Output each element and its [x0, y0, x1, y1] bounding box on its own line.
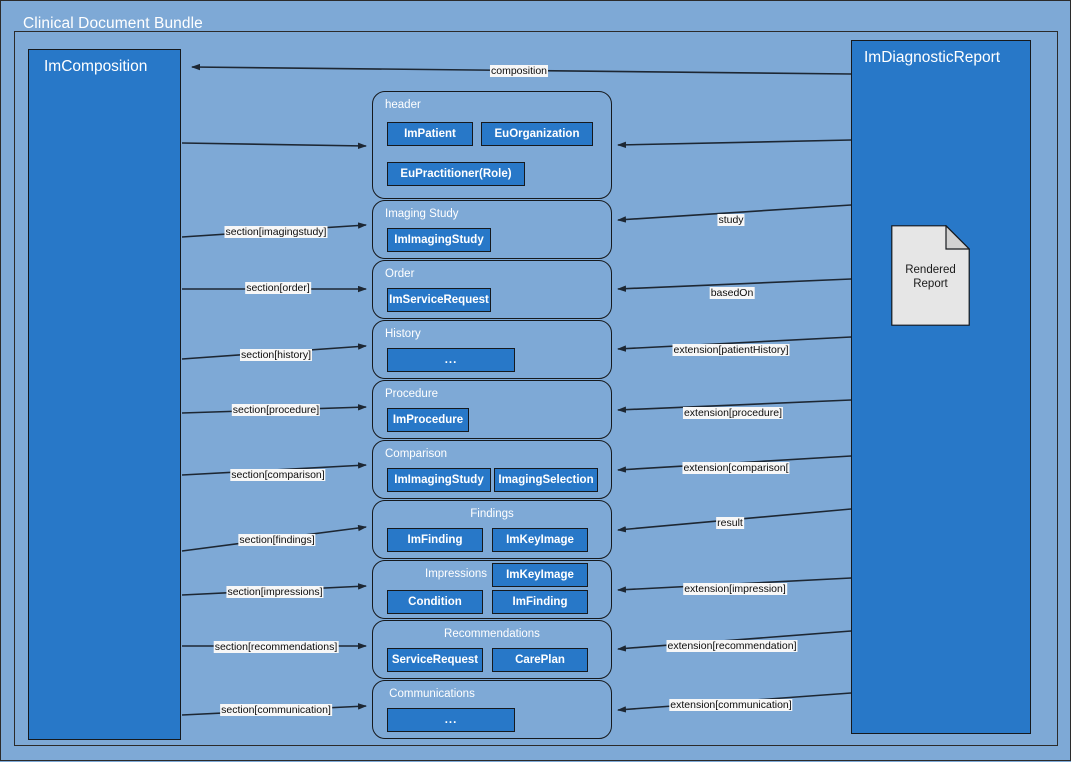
imcomposition-label: ImComposition — [44, 58, 148, 75]
edge-label-extension-communication: extension[communication] — [669, 699, 793, 711]
section-impressions-title: Impressions — [425, 568, 487, 580]
chip-comparison-imimagingstudy[interactable]: ImImagingStudy — [387, 468, 491, 492]
chip-servicerequest[interactable]: ServiceRequest — [387, 648, 483, 672]
edge-label-section-comparison: section[comparison] — [230, 469, 326, 481]
section-communications-title: Communications — [389, 688, 475, 700]
edge-label-extension-patienthistory: extension[patientHistory] — [672, 344, 790, 356]
edge-label-section-procedure: section[procedure] — [231, 404, 321, 416]
section-history[interactable]: History ... — [372, 320, 612, 379]
chip-findings-imkeyimage[interactable]: ImKeyImage — [492, 528, 588, 552]
section-comparison-title: Comparison — [385, 448, 447, 460]
section-recommendations-title: Recommendations — [444, 628, 540, 640]
chip-impressions-imfinding[interactable]: ImFinding — [492, 590, 588, 614]
chip-improcedure[interactable]: ImProcedure — [387, 408, 469, 432]
section-order[interactable]: Order ImServiceRequest — [372, 260, 612, 319]
chip-careplan[interactable]: CarePlan — [492, 648, 588, 672]
chip-history-placeholder[interactable]: ... — [387, 348, 515, 372]
chip-findings-imfinding[interactable]: ImFinding — [387, 528, 483, 552]
edge-label-section-communication: section[communication] — [220, 704, 332, 716]
diagram-title: Clinical Document Bundle — [23, 15, 203, 32]
chip-impatient[interactable]: ImPatient — [387, 122, 473, 146]
chip-comparison-imagingselection[interactable]: ImagingSelection — [494, 468, 598, 492]
edge-label-basedon: basedOn — [709, 287, 755, 299]
edge-label-extension-comparison: extension[comparison[ — [682, 462, 790, 474]
rendered-report-line2: Report — [913, 278, 948, 290]
chip-eupractitioner-role[interactable]: EuPractitioner(Role) — [387, 162, 525, 186]
rendered-report-label: Rendered Report — [891, 263, 970, 291]
chip-impressions-condition[interactable]: Condition — [387, 590, 483, 614]
section-header[interactable]: header ImPatient EuOrganization EuPracti… — [372, 91, 612, 199]
section-comparison[interactable]: Comparison ImImagingStudy ImagingSelecti… — [372, 440, 612, 499]
section-recommendations[interactable]: Recommendations ServiceRequest CarePlan — [372, 620, 612, 679]
edge-label-extension-recommendation: extension[recommendation] — [666, 640, 798, 652]
section-impressions[interactable]: Impressions ImKeyImage Condition ImFindi… — [372, 560, 612, 619]
chip-imimagingstudy[interactable]: ImImagingStudy — [387, 228, 491, 252]
section-order-title: Order — [385, 268, 415, 280]
document-note-icon — [891, 225, 970, 326]
edge-label-extension-impression: extension[impression] — [683, 583, 787, 595]
imdiagnosticreport-label: ImDiagnosticReport — [864, 49, 1001, 66]
edge-label-section-impressions: section[impressions] — [226, 586, 324, 598]
section-communications[interactable]: Communications ... — [372, 680, 612, 739]
chip-impressions-imkeyimage[interactable]: ImKeyImage — [492, 563, 588, 587]
chip-imservicerequest[interactable]: ImServiceRequest — [387, 288, 491, 312]
section-imaging-study[interactable]: Imaging Study ImImagingStudy — [372, 200, 612, 259]
section-findings-title: Findings — [470, 508, 514, 520]
edge-label-section-recommendations: section[recommendations] — [213, 641, 339, 653]
section-imaging-study-title: Imaging Study — [385, 208, 459, 220]
section-history-title: History — [385, 328, 421, 340]
edge-label-section-findings: section[findings] — [238, 534, 316, 546]
chip-euorganization[interactable]: EuOrganization — [481, 122, 593, 146]
section-findings[interactable]: Findings ImFinding ImKeyImage — [372, 500, 612, 559]
section-procedure-title: Procedure — [385, 388, 439, 400]
edge-label-section-imagingstudy: section[imagingstudy] — [224, 226, 328, 238]
chip-communications-placeholder[interactable]: ... — [387, 708, 515, 732]
edge-label-extension-procedure: extension[procedure] — [682, 407, 784, 419]
edge-label-composition: composition — [489, 65, 549, 77]
edge-label-section-order: section[order] — [245, 282, 311, 294]
section-header-title: header — [385, 99, 421, 111]
rendered-report-note[interactable]: Rendered Report — [891, 225, 970, 326]
edge-label-study: study — [717, 214, 745, 226]
class-box-imdiagnosticreport[interactable]: ImDiagnosticReport — [851, 40, 1031, 734]
rendered-report-line1: Rendered — [905, 264, 956, 276]
edge-label-result: result — [716, 517, 744, 529]
section-procedure[interactable]: Procedure ImProcedure — [372, 380, 612, 439]
edge-label-section-history: section[history] — [239, 349, 313, 361]
class-box-imcomposition[interactable]: ImComposition — [28, 49, 181, 740]
